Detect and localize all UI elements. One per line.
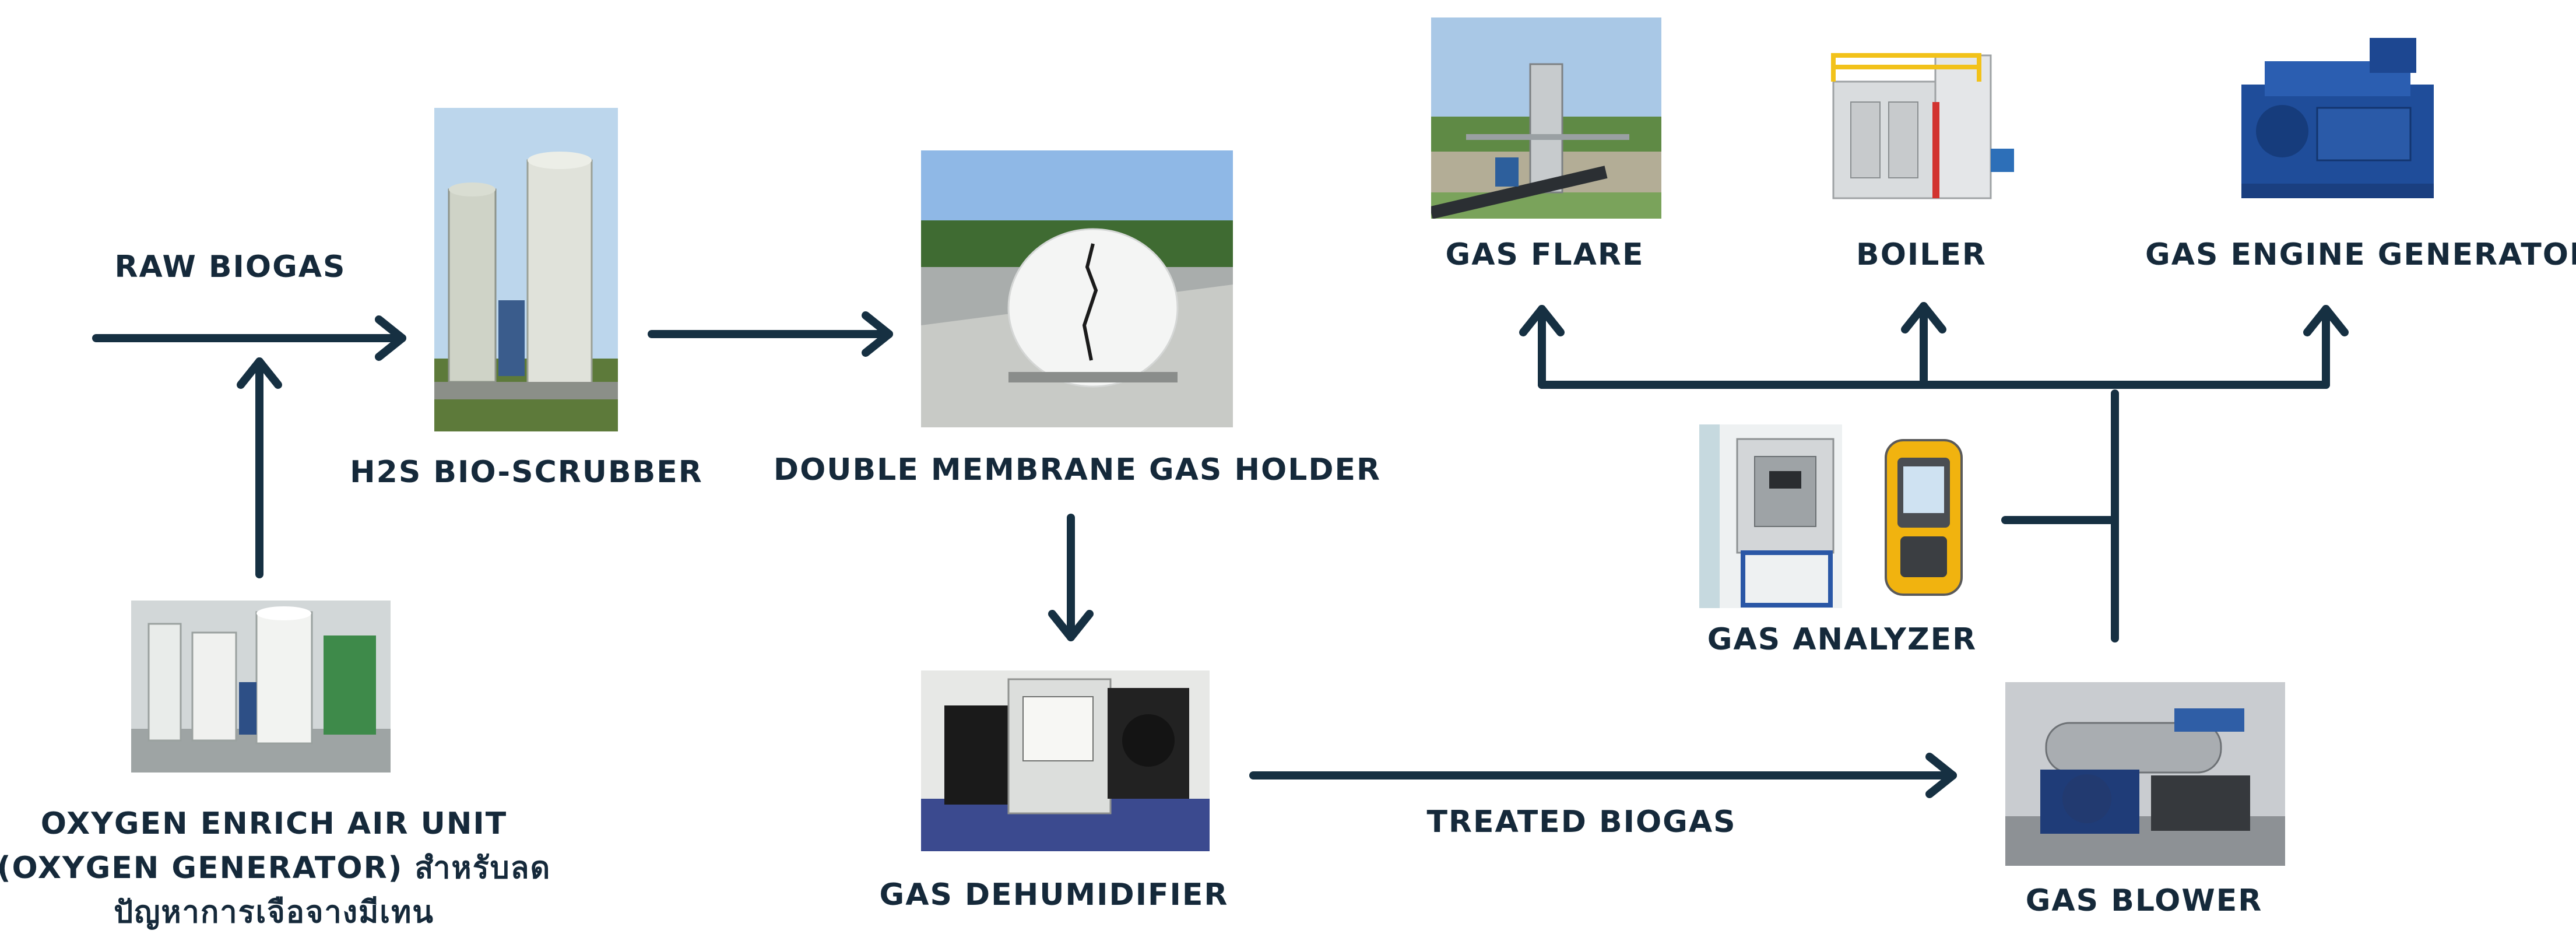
label-double-membrane-gas-holder: DOUBLE MEMBRANE GAS HOLDER — [773, 452, 1382, 487]
boiler-photo — [1822, 32, 2026, 213]
label-gas-engine-generator: GAS ENGINE GENERATOR — [2145, 237, 2576, 272]
label-gas-flare: GAS FLARE — [1445, 237, 1644, 272]
label-gas-blower: GAS BLOWER — [2025, 883, 2263, 918]
label-treated-biogas: TREATED BIOGAS — [1426, 805, 1737, 840]
gas-analyzer-cabinet-photo — [1699, 424, 1842, 608]
gas-holder-photo — [921, 150, 1233, 427]
arrowhead-scrubber-to-holder — [862, 311, 893, 357]
arrowhead-gas-flare — [1519, 305, 1565, 336]
arrowhead-holder-to-dehumidifier — [1048, 610, 1094, 641]
label-h2s-bio-scrubber: H2S BIO-SCRUBBER — [350, 455, 703, 490]
label-oxygen-enrich-air-unit: OXYGEN ENRICH AIR UNIT (OXYGEN GENERATOR… — [0, 806, 551, 930]
gas-dehumidifier-photo — [921, 670, 1210, 851]
arrowhead-raw-biogas — [375, 315, 406, 361]
arrowhead-treated-biogas — [1925, 753, 1957, 798]
gas-blower-photo — [2005, 682, 2285, 866]
oxygen-generator-photo — [131, 601, 391, 773]
arrowhead-boiler — [1901, 302, 1946, 333]
h2s-scrubber-photo — [434, 108, 618, 431]
label-boiler: BOILER — [1856, 237, 1987, 272]
label-gas-dehumidifier: GAS DEHUMIDIFIER — [879, 877, 1229, 912]
gas-analyzer-handheld-photo — [1871, 431, 1976, 601]
gas-engine-generator-photo — [2230, 32, 2445, 213]
label-gas-analyzer: GAS ANALYZER — [1707, 622, 1977, 657]
arrowhead-gas-engine-generator — [2303, 305, 2349, 336]
gas-flare-photo — [1431, 17, 1661, 219]
label-raw-biogas: RAW BIOGAS — [114, 250, 346, 285]
arrowhead-oxygen-up — [237, 357, 282, 389]
